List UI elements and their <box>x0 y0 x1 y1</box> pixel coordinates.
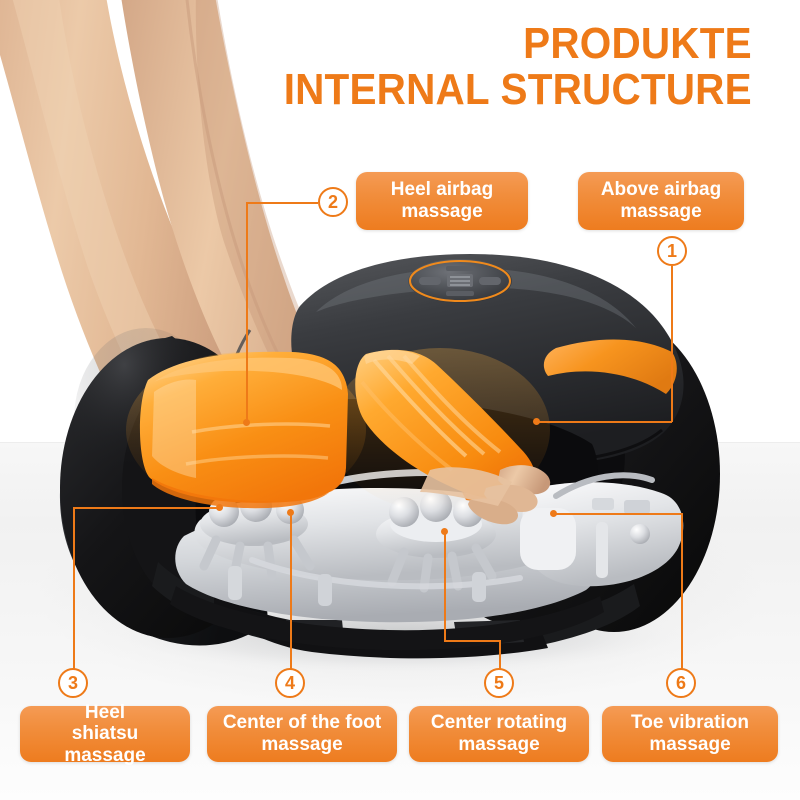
leader-dot-1 <box>533 418 540 425</box>
leader-line-1-vertical <box>671 266 673 422</box>
motor-shaft <box>596 522 608 578</box>
callout-badge-1-number: 1 <box>666 240 677 261</box>
callout-badge-1[interactable]: 1 <box>657 236 687 266</box>
callout-badge-3[interactable]: 3 <box>58 668 88 698</box>
heel-airbag-crease-2 <box>185 454 329 466</box>
mech-post-2 <box>318 574 332 606</box>
callout-label-5[interactable]: Center rotating massage <box>409 706 589 762</box>
leader-line-6-vertical <box>681 513 683 670</box>
motor-linkage <box>553 472 655 499</box>
rotating-spokes <box>387 543 497 593</box>
motor-bracket-b <box>624 500 650 514</box>
callout-label-5-line2: massage <box>458 734 540 755</box>
motor-wheel <box>630 524 650 544</box>
callout-label-5-line1: Center rotating <box>430 712 568 734</box>
leader-dot-4 <box>287 509 294 516</box>
callout-badge-4-number: 4 <box>284 672 295 693</box>
leader-dot-6 <box>550 510 557 517</box>
callout-label-4-line2: massage <box>261 734 343 755</box>
leader-line-4-vertical <box>290 512 292 670</box>
leader-line-5-vertical-upper <box>444 531 446 641</box>
leader-dot-3 <box>216 504 223 511</box>
motor-body <box>520 508 576 570</box>
callout-badge-4[interactable]: 4 <box>275 668 305 698</box>
callout-label-2-line2: massage <box>401 201 483 222</box>
callout-label-4-line1: Center of the foot <box>222 712 382 734</box>
title-line-1: PRODUKTE <box>523 19 752 68</box>
leg-right-shadow <box>195 0 352 440</box>
control-panel-ring <box>409 260 511 302</box>
callout-badge-5-number: 5 <box>493 672 504 693</box>
heel-airbag-highlight <box>152 379 196 478</box>
above-airbag-rib-3 <box>402 354 502 454</box>
roller-spokes-left <box>199 535 315 581</box>
panel-label-bottom <box>446 291 474 296</box>
panel-display-lines <box>450 276 470 286</box>
panel-label-top <box>446 266 474 271</box>
leader-line-5-vertical-lower <box>499 640 501 670</box>
title-line-2: INTERNAL STRUCTURE <box>283 65 752 115</box>
leader-line-5-horizontal <box>444 640 500 642</box>
above-airbag-edge <box>364 350 420 364</box>
heel-airbag-top-face <box>154 357 342 390</box>
airbag-group <box>126 348 550 512</box>
heel-airbag-crease-1 <box>191 422 331 434</box>
panel-button-left[interactable] <box>419 277 441 285</box>
callout-label-6[interactable]: Toe vibration massage <box>602 706 778 762</box>
leader-line-3-vertical <box>73 507 75 670</box>
callout-label-1-line2: massage <box>620 201 702 222</box>
callout-label-1-line1: Above airbag <box>600 179 722 201</box>
heel-airbag-bottom-edge <box>152 470 346 509</box>
leader-line-3-horizontal <box>73 507 219 509</box>
callout-label-2-line1: Heel airbag <box>390 179 494 201</box>
callout-badge-3-number: 3 <box>67 672 78 693</box>
callout-badge-6[interactable]: 6 <box>666 668 696 698</box>
control-panel[interactable] <box>408 259 512 303</box>
callout-badge-5[interactable]: 5 <box>484 668 514 698</box>
callout-label-6-line1: Toe vibration <box>631 712 749 734</box>
shell-front-lip <box>170 586 604 651</box>
vibration-motor-block <box>520 472 684 587</box>
leader-line-6-horizontal <box>553 513 683 515</box>
mech-post-1 <box>228 566 242 600</box>
orange-accent-swoosh <box>543 339 677 394</box>
leg-right <box>121 0 424 512</box>
page-title: PRODUKTE INTERNAL STRUCTURE <box>243 19 752 115</box>
leader-line-2-horizontal <box>246 202 318 204</box>
leg-left-highlight <box>12 0 214 452</box>
leader-dot-5 <box>441 528 448 535</box>
callout-badge-2-number: 2 <box>327 191 338 212</box>
callout-label-3-line2: shiatsu massage <box>64 723 146 766</box>
callout-label-6-line2: massage <box>649 734 731 755</box>
leader-line-1-horizontal <box>536 421 672 423</box>
callout-label-4[interactable]: Center of the foot massage <box>207 706 397 762</box>
shell-top-cover-gloss <box>316 268 636 328</box>
above-airbag-rib-1 <box>372 358 468 458</box>
callout-label-3-line1: Heel <box>84 701 126 723</box>
motor-bracket-a <box>592 498 614 510</box>
mech-post-3 <box>472 572 486 602</box>
callout-label-2[interactable]: Heel airbag massage <box>356 172 528 230</box>
callout-label-1[interactable]: Above airbag massage <box>578 172 744 230</box>
toes-group <box>420 465 551 525</box>
callout-badge-2[interactable]: 2 <box>318 187 348 217</box>
callout-label-3[interactable]: Heel shiatsu massage <box>20 702 190 766</box>
callout-badge-6-number: 6 <box>675 672 686 693</box>
leader-dot-2 <box>243 419 250 426</box>
foot-arch <box>420 467 512 506</box>
toe-3 <box>468 498 519 525</box>
panel-button-right[interactable] <box>479 277 501 285</box>
above-airbag-rib-2 <box>386 354 486 456</box>
leader-line-2-vertical <box>246 203 248 423</box>
above-airbag-rib-4 <box>360 380 454 472</box>
